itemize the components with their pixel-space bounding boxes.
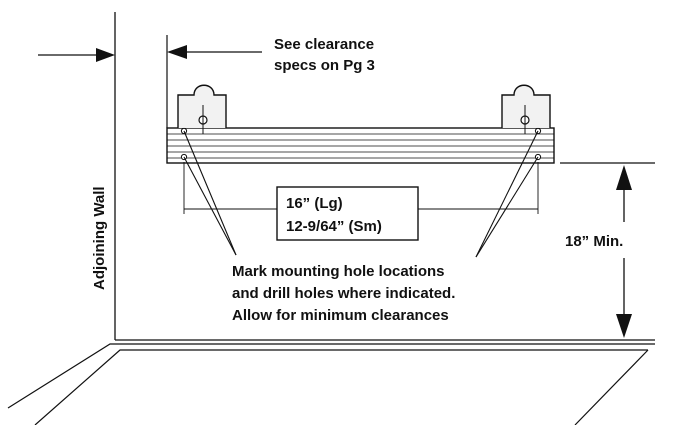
wall-clearance-arrow [38, 48, 115, 62]
instruction-line2: and drill holes where indicated. [232, 285, 455, 302]
instruction-line3: Allow for minimum clearances [232, 307, 449, 324]
height-min-label: 18” Min. [565, 233, 623, 250]
clearance-label-line1: See clearance [274, 36, 374, 53]
size-small-label: 12-9/64” (Sm) [286, 218, 382, 235]
heater-clearance-arrow [166, 35, 262, 128]
instruction-leader-lines [183, 130, 539, 258]
spacing-label-box [276, 186, 419, 241]
right-mounting-bracket [501, 84, 551, 134]
left-mounting-bracket [177, 84, 227, 134]
adjoining-wall-label: Adjoining Wall [91, 186, 108, 290]
floor [7, 343, 655, 425]
adjoining-wall [114, 12, 655, 341]
heater-housing [166, 127, 555, 164]
hole-spacing-dimension [183, 162, 539, 214]
size-large-label: 16” (Lg) [286, 195, 343, 212]
clearance-label-line2: specs on Pg 3 [274, 57, 375, 74]
instruction-line1: Mark mounting hole locations [232, 263, 445, 280]
height-dimension [560, 162, 655, 338]
